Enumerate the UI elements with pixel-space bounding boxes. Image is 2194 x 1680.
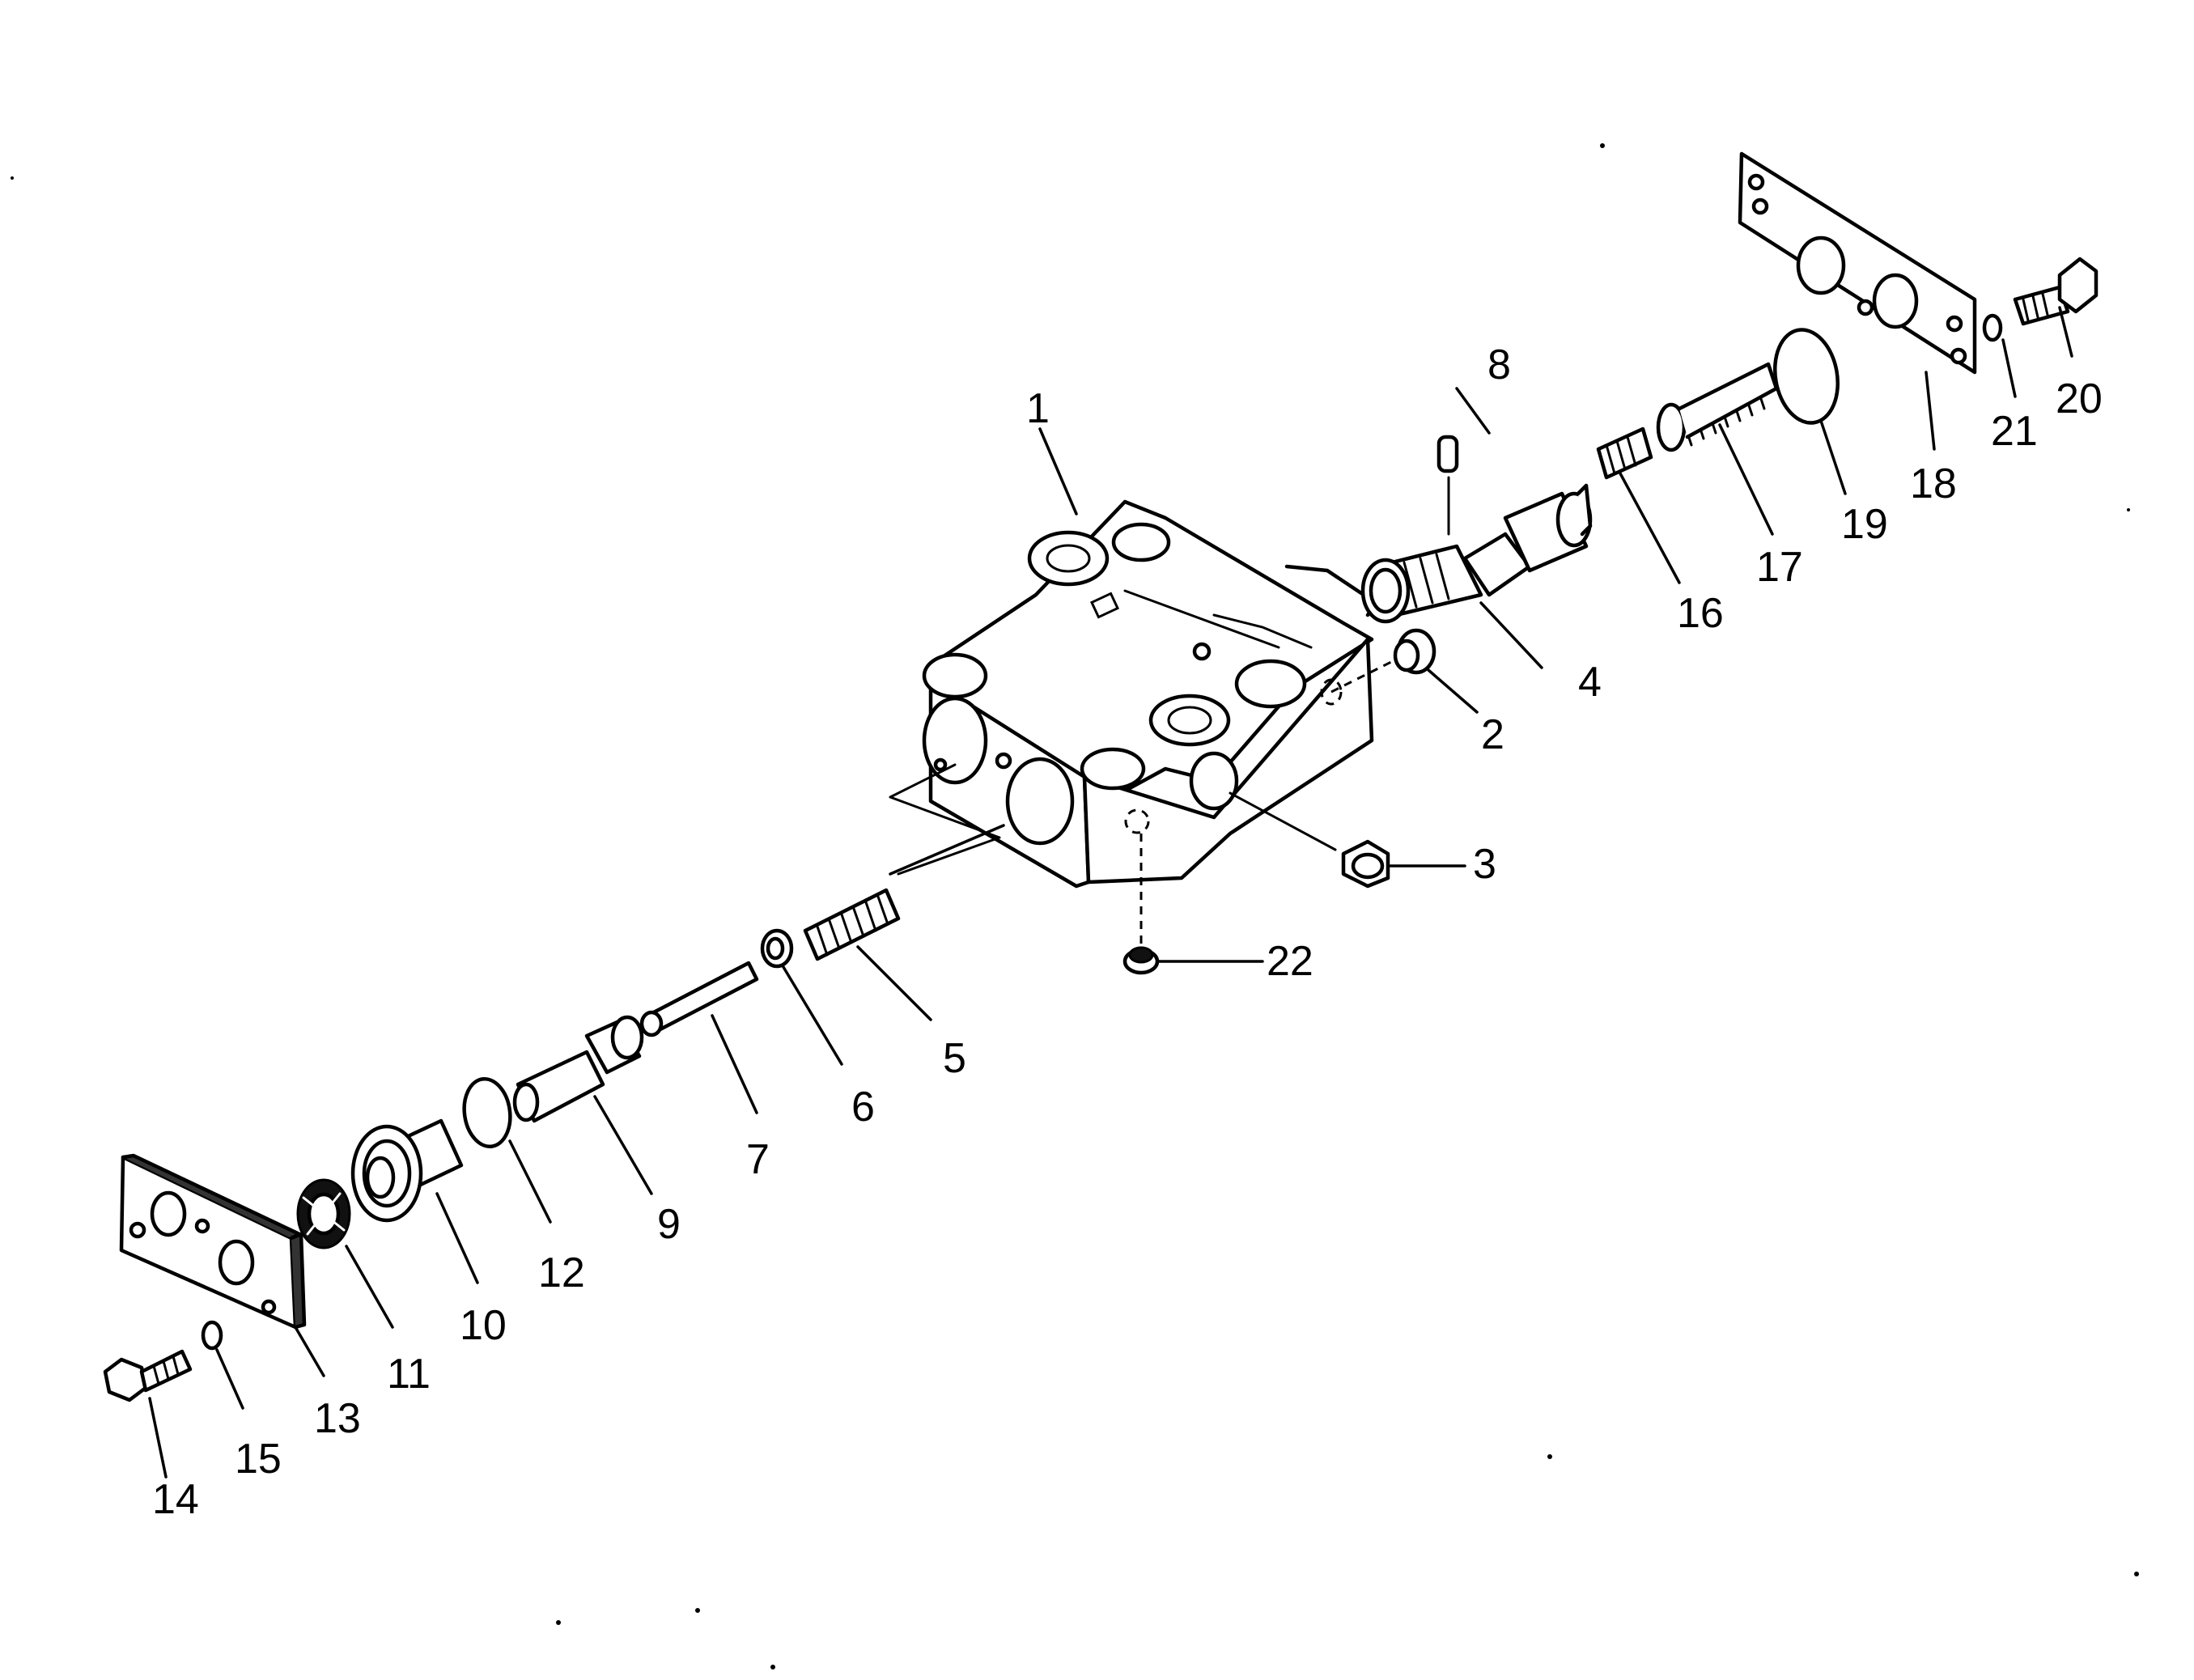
callout-8: 8 <box>1487 342 1511 388</box>
o-ring-part-12 <box>462 1076 512 1149</box>
callout-18: 18 <box>1910 460 1957 507</box>
callout-1: 1 <box>1026 385 1050 432</box>
scan-specks <box>11 143 2139 1669</box>
cover-plate-part-18 <box>1738 151 1977 375</box>
bolt-part-14 <box>103 1349 193 1402</box>
callout-12: 12 <box>538 1249 585 1296</box>
assembly-guide-left <box>889 763 1001 876</box>
spring-part-17 <box>1656 362 1779 452</box>
callout-17: 17 <box>1756 544 1803 591</box>
o-ring-part-19 <box>1772 328 1840 425</box>
washer-part-21 <box>1982 313 2003 342</box>
callout-19: 19 <box>1841 501 1888 548</box>
callout-2: 2 <box>1481 711 1504 758</box>
valve-body <box>922 499 1378 889</box>
washer-part-15 <box>201 1320 223 1351</box>
callout-6: 6 <box>851 1084 875 1131</box>
bolt-part-20 <box>2013 257 2099 326</box>
pin-part-8 <box>1436 435 1459 536</box>
cover-plate-part-13 <box>119 1153 307 1330</box>
callout-11: 11 <box>387 1351 431 1398</box>
callout-labels: 1 2 3 4 5 6 7 8 9 10 11 12 13 14 15 16 1… <box>152 342 2103 1523</box>
callout-7: 7 <box>746 1136 770 1183</box>
callout-15: 15 <box>235 1436 282 1483</box>
spool-part-4 <box>1360 483 1593 624</box>
sleeve-part-10 <box>350 1118 464 1223</box>
callout-21: 21 <box>1991 408 2038 455</box>
piston-part-9 <box>512 1015 644 1123</box>
callout-20: 20 <box>2056 375 2103 422</box>
leader-lines <box>148 306 2073 1478</box>
spring-part-5 <box>803 888 901 961</box>
spring-part-16 <box>1596 426 1653 480</box>
callout-22: 22 <box>1267 938 1313 985</box>
callout-10: 10 <box>460 1302 507 1349</box>
callout-9: 9 <box>657 1201 681 1248</box>
callout-16: 16 <box>1677 590 1724 637</box>
plug-part-11 <box>296 1178 351 1249</box>
callout-14: 14 <box>152 1476 199 1523</box>
callout-3: 3 <box>1473 841 1496 888</box>
pin-part-7 <box>639 961 759 1037</box>
plug-part-3 <box>1229 791 1390 889</box>
callout-4: 4 <box>1578 659 1602 706</box>
plug-part-2 <box>1330 628 1436 694</box>
callout-5: 5 <box>943 1035 966 1082</box>
callout-13: 13 <box>314 1395 361 1442</box>
seat-part-6 <box>760 928 794 969</box>
